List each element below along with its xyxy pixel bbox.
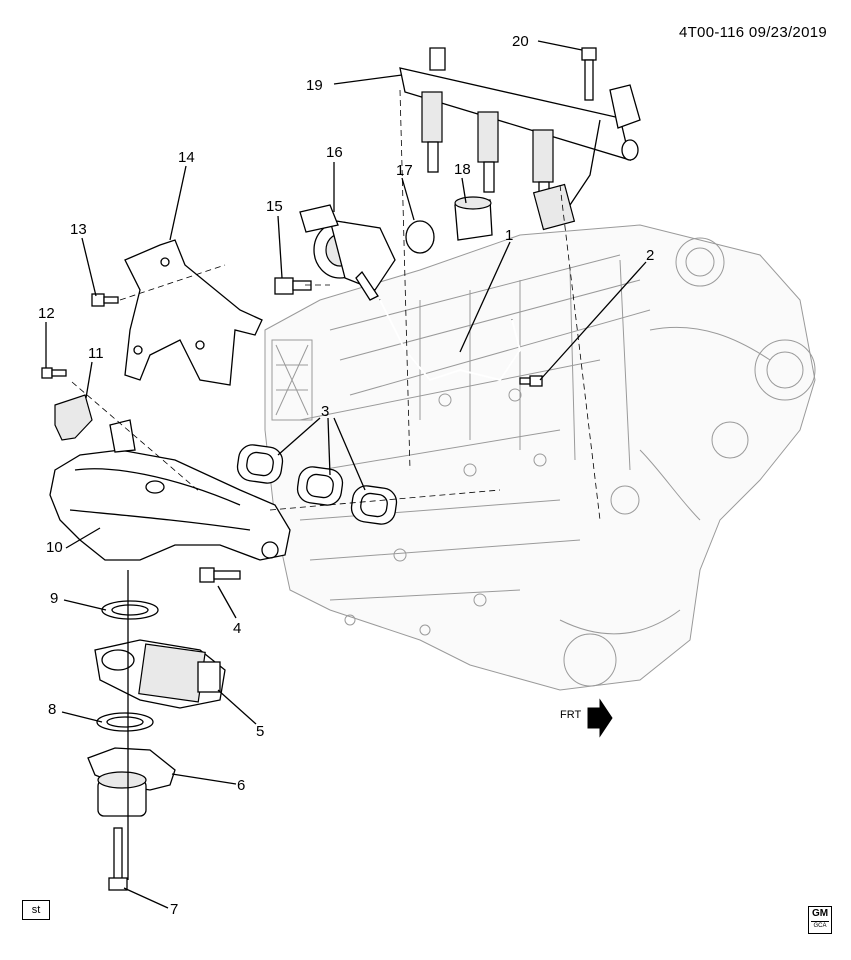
gaskets-part-3 [236,444,398,525]
adapter-part-6 [87,747,176,817]
valve-actuator-part-5 [94,639,226,709]
fuel-injector-3 [532,129,554,193]
gm-logo-bottom: GCA [811,921,829,930]
bolt-part-4 [199,567,241,583]
fuel-rail-part-19 [399,47,641,231]
bolt-part-2 [519,375,543,387]
bolt-part-12 [41,367,67,379]
bracket-part-14 [124,239,263,386]
callout-14: 14 [178,149,195,166]
bolt-part-20 [581,47,597,101]
callout-17: 17 [396,162,413,179]
bolt-part-15 [274,277,312,295]
fuel-pump-part-16 [299,204,396,301]
o-ring-part-17 [405,220,435,254]
callout-7: 7 [170,901,178,918]
bolt-part-13 [91,293,119,307]
gm-logo: GM GCA [808,906,832,934]
callout-15: 15 [266,198,283,215]
gm-logo-top: GM [811,908,829,919]
heat-shield-part-10 [49,419,291,561]
callout-10: 10 [46,539,63,556]
seal-part-9 [101,600,159,620]
callout-5: 5 [256,723,264,740]
fuel-injector-1 [421,91,443,173]
callout-16: 16 [326,144,343,161]
diagram-date: 09/23/2019 [748,24,827,41]
front-arrow-indicator: FRT [560,698,613,738]
bolt-part-7 [108,827,128,891]
seal-part-8 [96,712,154,732]
front-label: FRT [560,709,581,721]
callout-20: 20 [512,33,529,50]
fuel-injector-2 [477,111,499,193]
callout-1: 1 [505,227,513,244]
diagram-code: 4T00-116 [678,24,745,41]
callout-2: 2 [646,247,654,264]
sensor-part-11 [54,394,93,441]
callout-8: 8 [48,701,56,718]
callout-19: 19 [306,77,323,94]
leader-lines [45,40,647,909]
callout-13: 13 [70,221,87,238]
callout-18: 18 [454,161,471,178]
callout-3: 3 [321,403,329,420]
callout-labels: 1 2 3 4 5 6 7 8 9 10 11 12 13 14 15 16 1… [38,33,654,918]
callout-9: 9 [50,590,58,607]
pump-sleeve-part-18 [454,196,493,241]
engine-block [264,224,816,691]
callout-4: 4 [233,620,241,637]
diagram-header: 4T00-116 09/23/2019 [679,24,827,41]
callout-6: 6 [237,777,245,794]
st-label-box: st [22,900,50,920]
callout-12: 12 [38,305,55,322]
callout-11: 11 [88,345,104,362]
